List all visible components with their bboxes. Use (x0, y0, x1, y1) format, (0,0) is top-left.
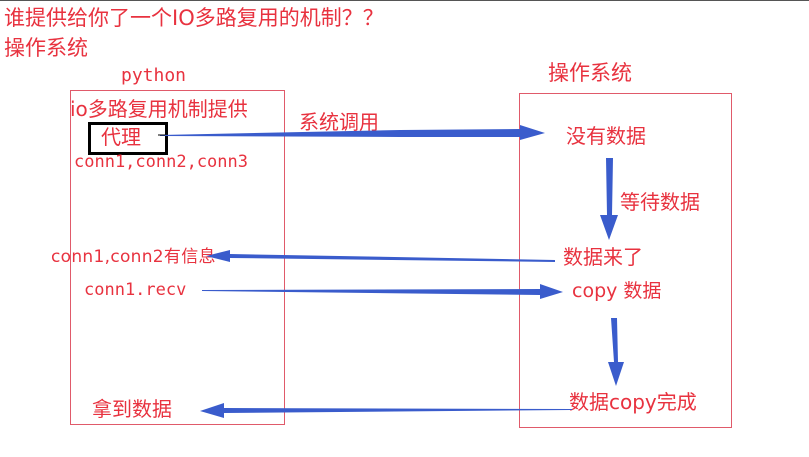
copy-done-arrow (608, 318, 624, 386)
conn-info-label: conn1,conn2有信息 (51, 247, 216, 267)
syscall-label: 系统调用 (299, 110, 379, 134)
copy-data-label: copy 数据 (572, 280, 662, 302)
agent-box (88, 122, 168, 155)
wait-data-arrow (600, 158, 618, 240)
data-arrived-label: 数据来了 (563, 245, 643, 269)
got-data-arrow (200, 403, 572, 418)
python-title: python (121, 65, 187, 86)
os-title: 操作系统 (548, 61, 632, 85)
header-question: 谁提供给你了一个IO多路复用的机制？？ (4, 6, 384, 30)
recv-arrow (202, 284, 563, 299)
wait-data-label: 等待数据 (620, 190, 700, 214)
agent-label: 代理 (101, 125, 141, 149)
got-data-label: 拿到数据 (92, 397, 172, 421)
connections-label: conn1,conn2,conn3 (74, 152, 248, 172)
no-data-label: 没有数据 (566, 124, 646, 148)
io-mechanism-label: io多路复用机制提供 (70, 97, 248, 121)
copy-done-label: 数据copy完成 (569, 390, 697, 414)
recv-label: conn1.recv (84, 280, 187, 300)
header-answer: 操作系统 (4, 36, 88, 60)
info-arrow (206, 250, 555, 262)
syscall-arrow (160, 125, 545, 140)
top-border-line (0, 0, 809, 1)
